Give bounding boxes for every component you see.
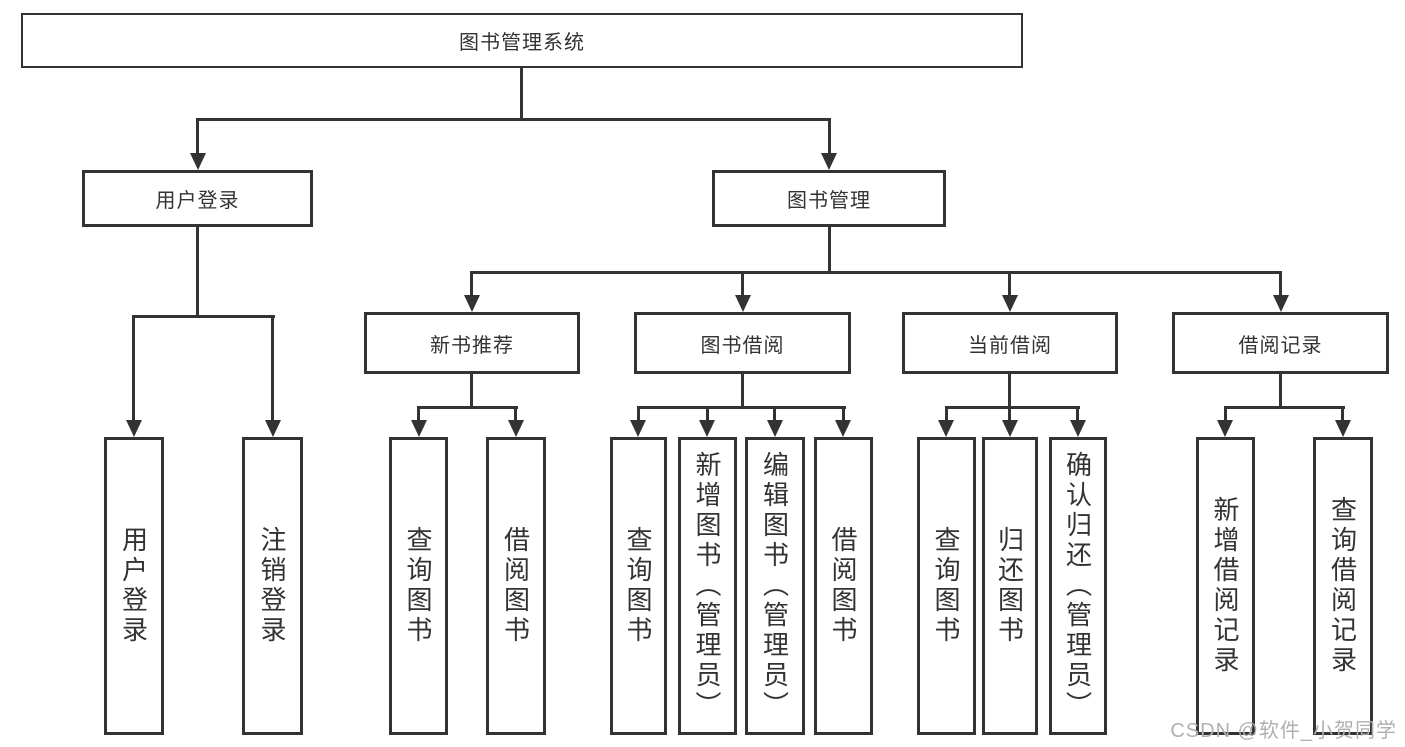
connector-line	[706, 406, 709, 422]
arrowhead-down-icon	[938, 420, 954, 437]
connector-line	[271, 315, 274, 421]
connector-line	[1279, 374, 1282, 409]
arrowhead-down-icon	[190, 153, 206, 170]
connector-line	[637, 406, 640, 422]
connector-line	[196, 118, 831, 121]
arrowhead-down-icon	[821, 153, 837, 170]
connector-line	[945, 406, 948, 422]
leaf-query-books-recommend: 查询图书	[389, 437, 448, 735]
arrowhead-down-icon	[1002, 295, 1018, 312]
arrowhead-down-icon	[1070, 420, 1086, 437]
arrowhead-down-icon	[1002, 420, 1018, 437]
connector-line	[520, 68, 523, 120]
node-new-book-recommendation: 新书推荐	[364, 312, 580, 374]
leaf-query-borrow-record: 查询借阅记录	[1313, 437, 1373, 735]
leaf-return-books: 归还图书	[982, 437, 1038, 735]
node-library-system: 图书管理系统	[21, 13, 1023, 68]
leaf-query-books-current: 查询图书	[917, 437, 976, 735]
arrowhead-down-icon	[1335, 420, 1351, 437]
leaf-add-books-admin: 新增图书（管理员）	[678, 437, 737, 735]
connector-line	[132, 315, 135, 421]
arrowhead-down-icon	[699, 420, 715, 437]
connector-line	[1224, 406, 1227, 422]
connector-line	[196, 227, 199, 318]
connector-line	[470, 271, 473, 297]
arrowhead-down-icon	[767, 420, 783, 437]
arrowhead-down-icon	[835, 420, 851, 437]
connector-line	[1279, 271, 1282, 297]
leaf-borrow-books-borrow: 借阅图书	[814, 437, 873, 735]
csdn-watermark: CSDN @软件_小贺同学	[1170, 720, 1397, 742]
connector-line	[828, 227, 831, 274]
connector-line	[741, 271, 744, 297]
arrowhead-down-icon	[1217, 420, 1233, 437]
connector-line	[1076, 406, 1079, 422]
connector-line	[1008, 271, 1011, 297]
leaf-user-login: 用户登录	[104, 437, 164, 735]
connector-line	[828, 118, 831, 154]
leaf-add-borrow-record: 新增借阅记录	[1196, 437, 1255, 735]
connector-line	[1008, 374, 1011, 409]
connector-line	[1341, 406, 1344, 422]
connector-line	[470, 374, 473, 409]
connector-line	[773, 406, 776, 422]
connector-line	[637, 406, 846, 409]
node-book-management: 图书管理	[712, 170, 946, 227]
node-book-borrowing: 图书借阅	[634, 312, 851, 374]
arrowhead-down-icon	[126, 420, 142, 437]
leaf-query-books-borrow: 查询图书	[610, 437, 667, 735]
arrowhead-down-icon	[464, 295, 480, 312]
node-user-login: 用户登录	[82, 170, 313, 227]
leaf-logout-login: 注销登录	[242, 437, 303, 735]
connector-line	[741, 374, 744, 409]
arrowhead-down-icon	[508, 420, 524, 437]
arrowhead-down-icon	[411, 420, 427, 437]
leaf-confirm-return-admin: 确认归还（管理员）	[1049, 437, 1107, 735]
arrowhead-down-icon	[1273, 295, 1289, 312]
connector-line	[417, 406, 420, 422]
leaf-edit-books-admin: 编辑图书（管理员）	[745, 437, 805, 735]
connector-line	[945, 406, 1080, 409]
connector-line	[514, 406, 517, 422]
connector-line	[1224, 406, 1345, 409]
connector-line	[132, 315, 275, 318]
node-borrowing-records: 借阅记录	[1172, 312, 1389, 374]
connector-line	[470, 271, 1282, 274]
arrowhead-down-icon	[735, 295, 751, 312]
connector-line	[1008, 406, 1011, 422]
connector-line	[842, 406, 845, 422]
connector-line	[196, 118, 199, 154]
connector-line	[417, 406, 518, 409]
arrowhead-down-icon	[265, 420, 281, 437]
leaf-borrow-books-recommend: 借阅图书	[486, 437, 546, 735]
node-current-borrowing: 当前借阅	[902, 312, 1118, 374]
arrowhead-down-icon	[630, 420, 646, 437]
